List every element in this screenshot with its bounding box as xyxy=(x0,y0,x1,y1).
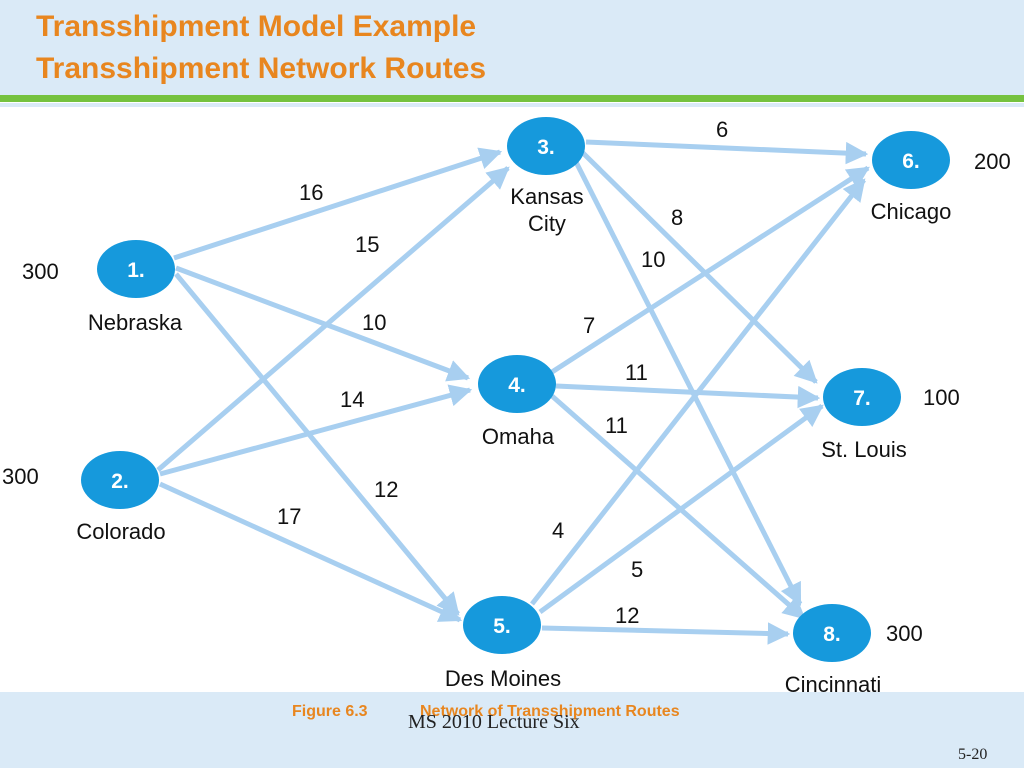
node-3-number: 3. xyxy=(537,136,555,159)
node-7-number: 7. xyxy=(853,387,871,410)
node-7: 7. St. Louis 100 xyxy=(821,368,960,462)
edge-cost-4-7: 11 xyxy=(625,360,648,385)
edge-cost-5-7: 5 xyxy=(631,557,643,582)
node-1-name: Nebraska xyxy=(88,310,183,335)
node-5: 5. Des Moines xyxy=(445,596,561,691)
accent-bar xyxy=(0,95,1024,102)
accent-divider xyxy=(0,103,1024,107)
node-5-circle xyxy=(463,596,541,654)
node-6-name: Chicago xyxy=(871,199,952,224)
edge-5-7 xyxy=(538,403,824,615)
edge-cost-3-8: 10 xyxy=(641,247,665,272)
edge-cost-1-4: 10 xyxy=(362,310,386,335)
edge-cost-1-3: 16 xyxy=(299,180,323,205)
node-6-demand: 200 xyxy=(974,149,1011,174)
edge-2-3 xyxy=(156,166,510,472)
node-6-number: 6. xyxy=(902,150,920,173)
page-number: 5-20 xyxy=(958,746,988,763)
edge-cost-3-6: 6 xyxy=(716,117,728,142)
node-4-number: 4. xyxy=(508,374,526,397)
edge-5-6 xyxy=(530,178,866,606)
edge-3-7 xyxy=(580,150,818,384)
edge-4-7 xyxy=(555,383,821,409)
footer-band xyxy=(0,692,1024,768)
edge-2-5 xyxy=(158,481,463,623)
edge-3-8 xyxy=(573,160,803,607)
figure-number: Figure 6.3 xyxy=(292,703,368,720)
node-4-name: Omaha xyxy=(482,424,555,449)
node-3-circle xyxy=(507,117,585,175)
node-2-number: 2. xyxy=(111,470,129,493)
node-1-number: 1. xyxy=(127,259,145,282)
node-5-name: Des Moines xyxy=(445,666,561,691)
node-2-circle xyxy=(81,451,159,509)
node-4-circle xyxy=(478,355,556,413)
node-1: 1. Nebraska 300 xyxy=(22,240,183,335)
network-diagram: 16 10 12 15 14 17 6 8 10 7 11 11 4 5 12 … xyxy=(2,117,1011,692)
node-6-circle xyxy=(872,131,950,189)
node-1-supply: 300 xyxy=(22,259,59,284)
edge-4-6 xyxy=(550,165,870,375)
edge-1-4 xyxy=(175,265,471,382)
node-3: 3. Kansas City xyxy=(507,117,585,236)
edge-cost-3-7: 8 xyxy=(671,205,683,230)
edge-3-6 xyxy=(585,139,869,165)
node-5-number: 5. xyxy=(493,615,511,638)
edge-1-3 xyxy=(173,147,503,261)
edge-cost-2-4: 14 xyxy=(340,387,364,412)
node-8-name: Cincinnati xyxy=(785,672,882,692)
slide-title: Transshipment Model Example xyxy=(36,10,477,43)
edge-1-5 xyxy=(174,272,460,616)
edge-cost-4-8: 11 xyxy=(605,413,628,438)
edge-cost-2-3: 15 xyxy=(355,232,379,257)
node-3-name-line1: Kansas xyxy=(510,184,583,209)
figure-caption: Network of Transshipment Routes xyxy=(420,703,680,720)
edges xyxy=(156,139,870,645)
node-2-supply: 300 xyxy=(2,464,39,489)
node-2-name: Colorado xyxy=(76,519,165,544)
edge-cost-5-8: 12 xyxy=(615,603,639,628)
node-8-circle xyxy=(793,604,871,662)
edge-5-8 xyxy=(541,622,791,645)
edge-cost-labels: 16 10 12 15 14 17 6 8 10 7 11 11 4 5 12 xyxy=(277,117,728,628)
node-3-name-line2: City xyxy=(528,211,566,236)
node-7-circle xyxy=(823,368,901,426)
edge-4-8 xyxy=(550,394,806,620)
node-7-name: St. Louis xyxy=(821,437,907,462)
node-2: 2. Colorado 300 xyxy=(2,451,166,544)
node-6: 6. Chicago 200 xyxy=(871,131,1011,224)
edge-cost-4-6: 7 xyxy=(583,313,595,338)
node-7-demand: 100 xyxy=(923,385,960,410)
node-8: 8. Cincinnati 300 xyxy=(785,604,923,692)
slide-subtitle: Transshipment Network Routes xyxy=(36,52,487,85)
edge-cost-1-5: 12 xyxy=(374,477,398,502)
node-4: 4. Omaha xyxy=(478,355,556,449)
footer-text: MS 2010 Lecture Six xyxy=(408,711,580,733)
edge-cost-2-5: 17 xyxy=(277,504,301,529)
node-8-number: 8. xyxy=(823,623,841,646)
node-8-demand: 300 xyxy=(886,621,923,646)
title-band xyxy=(0,0,1024,96)
node-1-circle xyxy=(97,240,175,298)
edge-cost-5-6: 4 xyxy=(552,518,564,543)
edge-2-4 xyxy=(159,384,473,477)
